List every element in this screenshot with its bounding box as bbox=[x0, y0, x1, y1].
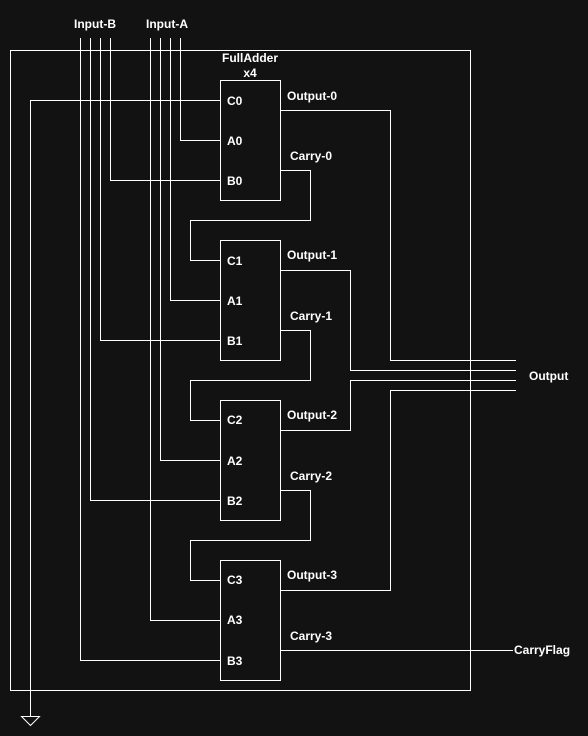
full-adder-3: C3 A3 B3 Output-3 Carry-3 bbox=[220, 560, 337, 681]
carry-flag-label: CarryFlag bbox=[514, 643, 570, 657]
output-3-wire bbox=[280, 390, 516, 591]
input-a-wire-0 bbox=[180, 38, 220, 141]
pin-c3: C3 bbox=[227, 573, 243, 587]
input-b-label: Input-B bbox=[74, 17, 116, 31]
input-b-wire-0 bbox=[110, 38, 220, 181]
full-adder-0-box bbox=[220, 80, 281, 201]
pin-b0: B0 bbox=[227, 174, 243, 188]
input-b-wire-1 bbox=[100, 38, 220, 341]
input-b-wire-3 bbox=[80, 38, 220, 661]
full-adder-2-box bbox=[220, 400, 281, 521]
pin-b1: B1 bbox=[227, 334, 243, 348]
carry-3-label: Carry-3 bbox=[290, 629, 332, 643]
output-bus-label: Output bbox=[529, 369, 568, 383]
component-name-label: FullAdder bbox=[222, 51, 278, 65]
pin-c0: C0 bbox=[227, 94, 243, 108]
c0-ground-wire bbox=[30, 100, 220, 716]
carry-1-label: Carry-1 bbox=[290, 309, 332, 323]
full-adder-0: C0 A0 B0 Output-0 Carry-0 bbox=[220, 80, 337, 201]
input-a-wire-1 bbox=[170, 38, 220, 301]
input-a-label: Input-A bbox=[146, 17, 188, 31]
pin-b2: B2 bbox=[227, 494, 243, 508]
output-3-label: Output-3 bbox=[287, 568, 337, 582]
pin-c2: C2 bbox=[227, 413, 243, 427]
full-adder-1-box bbox=[220, 240, 281, 361]
pin-a1: A1 bbox=[227, 294, 243, 308]
input-a-wire-2 bbox=[160, 38, 220, 461]
output-1-wire bbox=[280, 270, 516, 371]
pin-a0: A0 bbox=[227, 134, 243, 148]
output-0-label: Output-0 bbox=[287, 89, 337, 103]
component-count-label: x4 bbox=[243, 66, 257, 80]
output-0-wire bbox=[280, 110, 516, 361]
carry-2-label: Carry-2 bbox=[290, 469, 332, 483]
output-2-label: Output-2 bbox=[287, 408, 337, 422]
input-b-wire-2 bbox=[90, 38, 220, 501]
carry-1-wire bbox=[190, 330, 311, 421]
pin-a2: A2 bbox=[227, 454, 243, 468]
output-2-wire bbox=[280, 380, 516, 431]
carry-0-wire bbox=[190, 170, 311, 261]
pin-a3: A3 bbox=[227, 613, 243, 627]
pin-c1: C1 bbox=[227, 254, 243, 268]
full-adder-1: C1 A1 B1 Output-1 Carry-1 bbox=[220, 240, 337, 361]
input-a-wire-3 bbox=[150, 38, 220, 621]
full-adder-2: C2 A2 B2 Output-2 Carry-2 bbox=[220, 400, 337, 521]
carry-0-label: Carry-0 bbox=[290, 149, 332, 163]
output-1-label: Output-1 bbox=[287, 248, 337, 262]
full-adder-3-box bbox=[220, 560, 281, 681]
ground-icon bbox=[20, 716, 41, 727]
pin-b3: B3 bbox=[227, 654, 243, 668]
carry-2-wire bbox=[190, 490, 311, 581]
